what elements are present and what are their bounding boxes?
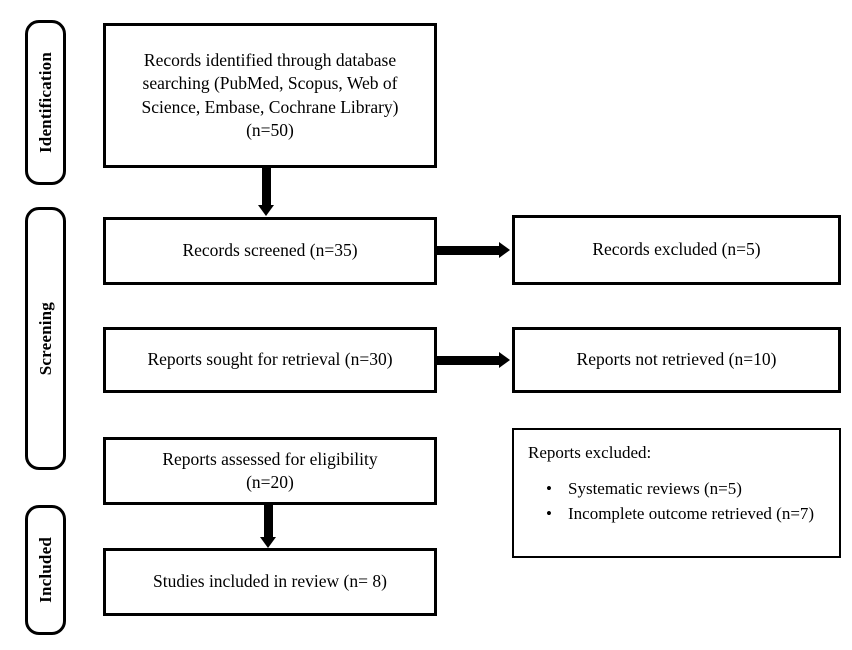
phase-screening: Screening: [25, 207, 66, 470]
box-records-excluded: Records excluded (n=5): [512, 215, 841, 285]
records-identified-line-1: Records identified through database: [143, 50, 397, 71]
box-records-identified-text: Records identified through database sear…: [116, 49, 424, 141]
box-records-screened-text: Records screened (n=35): [182, 240, 358, 261]
box-studies-included-text: Studies included in review (n= 8): [153, 571, 387, 592]
phase-identification-label: Identification: [36, 51, 55, 154]
records-identified-line-4: (n=50): [246, 119, 294, 140]
arrow-assessed-to-included-head: [260, 537, 276, 548]
list-item-label: Incomplete outcome retrieved (n=7): [568, 503, 815, 523]
reports-excluded-items: • Systematic reviews (n=5) • Incomplete …: [528, 478, 829, 525]
reports-assessed-line-1: Reports assessed for eligibility: [162, 448, 378, 469]
records-identified-line-2: searching (PubMed, Scopus, Web of: [142, 73, 398, 94]
arrow-sought-to-not-retrieved: [437, 356, 501, 365]
box-records-excluded-text: Records excluded (n=5): [592, 239, 761, 260]
records-identified-line-3: Science, Embase, Cochrane Library): [141, 96, 399, 117]
list-item-label: Systematic reviews (n=5): [568, 479, 742, 499]
box-reports-not-retrieved: Reports not retrieved (n=10): [512, 327, 841, 393]
arrow-sought-to-not-retrieved-head: [499, 352, 510, 368]
bullet-icon: •: [546, 479, 552, 499]
phase-identification: Identification: [25, 20, 66, 185]
list-item: • Systematic reviews (n=5): [546, 478, 829, 500]
phase-included-label: Included: [36, 537, 55, 603]
box-studies-included: Studies included in review (n= 8): [103, 548, 437, 616]
bullet-icon: •: [546, 503, 552, 523]
box-records-screened: Records screened (n=35): [103, 217, 437, 285]
box-reports-sought-text: Reports sought for retrieval (n=30): [147, 349, 393, 370]
arrow-screened-to-excluded: [437, 246, 501, 255]
list-item: • Incomplete outcome retrieved (n=7): [546, 503, 829, 525]
box-reports-sought: Reports sought for retrieval (n=30): [103, 327, 437, 393]
phase-screening-label: Screening: [36, 301, 55, 376]
arrow-identified-to-screened-head: [258, 205, 274, 216]
box-records-identified: Records identified through database sear…: [103, 23, 437, 168]
arrow-assessed-to-included: [264, 505, 273, 540]
box-reports-not-retrieved-text: Reports not retrieved (n=10): [576, 349, 777, 370]
arrow-identified-to-screened: [262, 168, 271, 207]
reports-assessed-line-2: (n=20): [246, 472, 294, 492]
box-reports-assessed-text: Reports assessed for eligibility (n=20): [116, 448, 424, 494]
reports-excluded-title: Reports excluded:: [528, 443, 652, 462]
phase-included: Included: [25, 505, 66, 635]
arrow-screened-to-excluded-head: [499, 242, 510, 258]
box-reports-assessed: Reports assessed for eligibility (n=20): [103, 437, 437, 505]
box-reports-excluded-list: Reports excluded: • Systematic reviews (…: [512, 428, 841, 558]
